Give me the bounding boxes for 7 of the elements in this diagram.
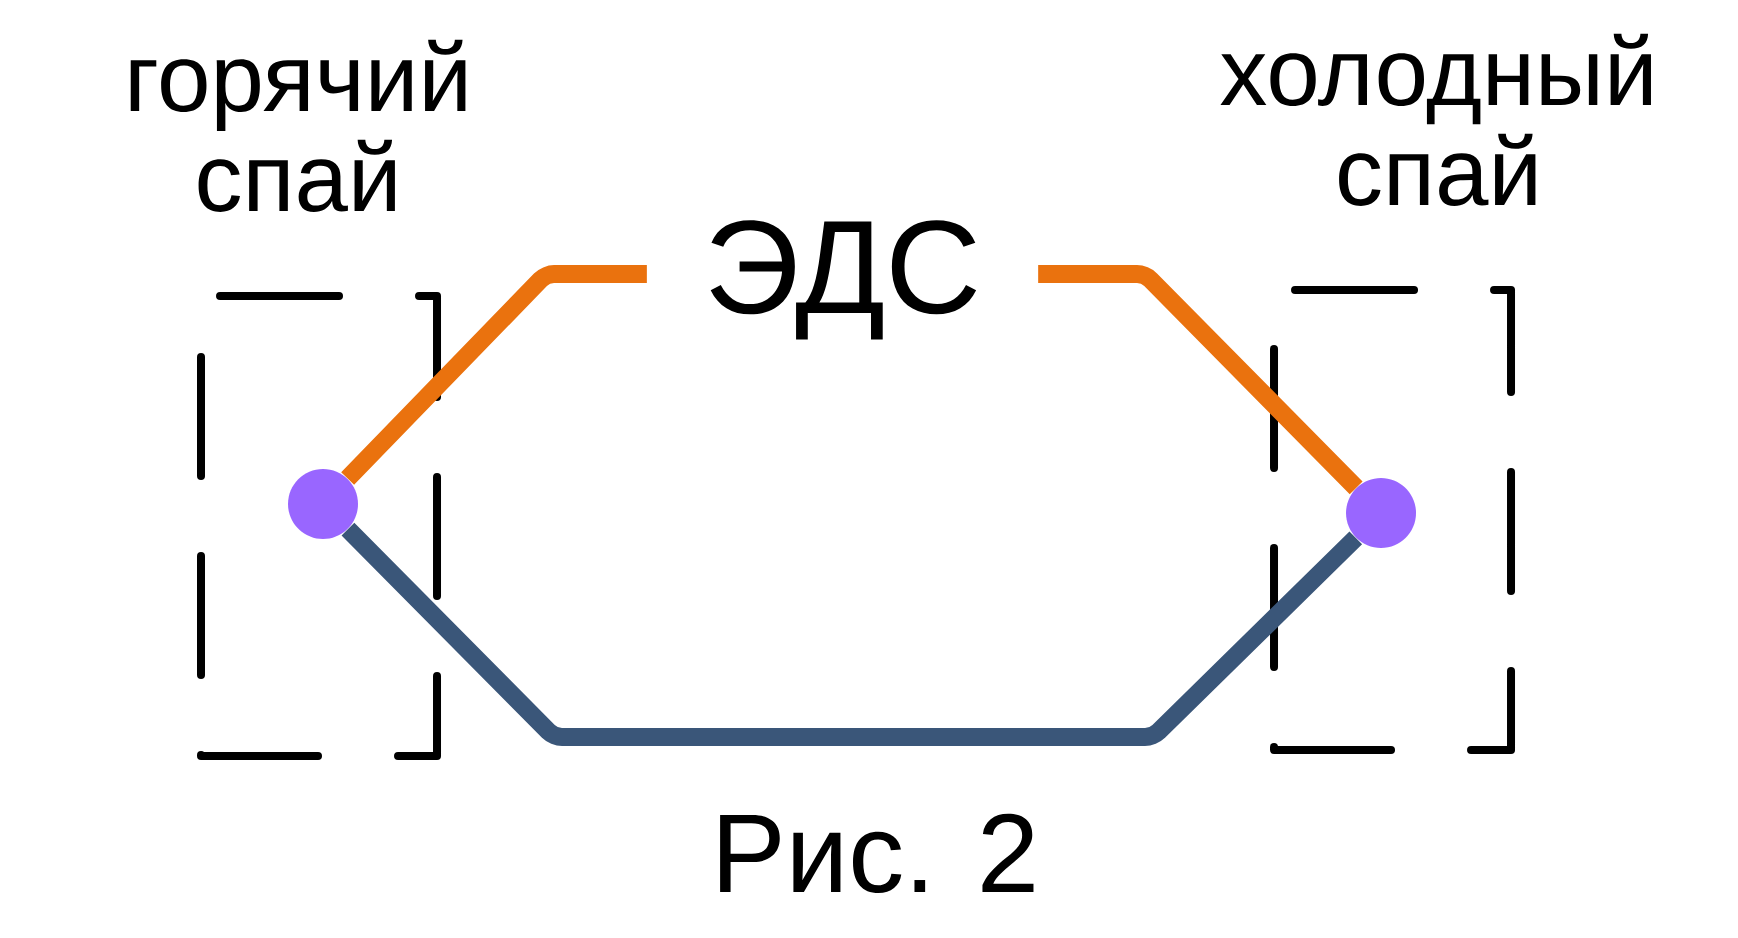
caption: Рис. 2: [720, 813, 1034, 894]
edge-label: ЭДС: [646, 218, 1039, 342]
junction-label: холодный спай: [1220, 33, 1651, 206]
wire: [341, 522, 1363, 746]
junction-dot: [1346, 478, 1416, 548]
junction-dot: [288, 469, 358, 539]
junction-label: горячий спай: [130, 39, 466, 212]
